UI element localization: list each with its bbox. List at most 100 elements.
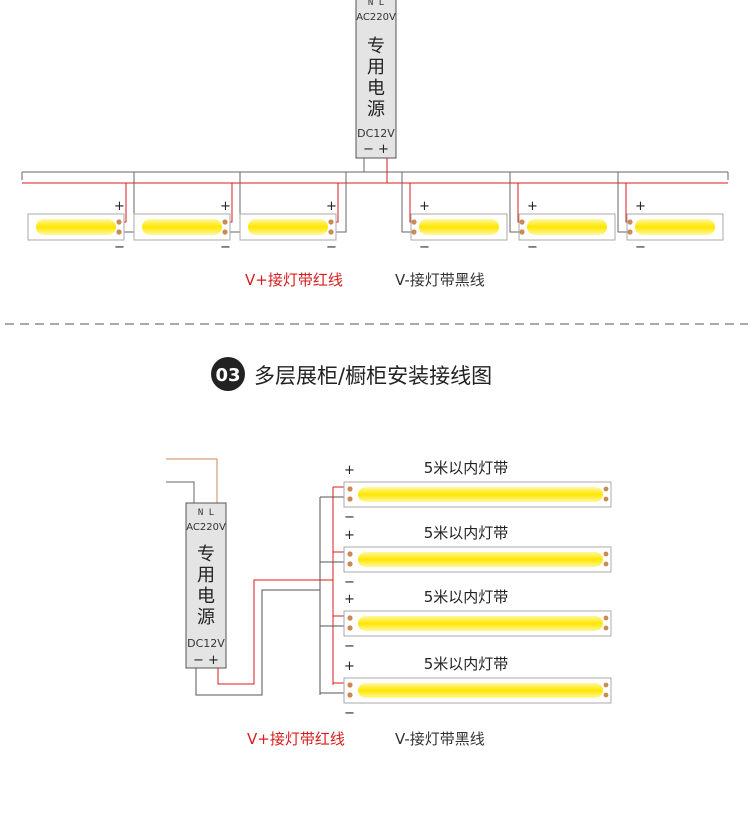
psu-top-name-char-1: 专	[367, 36, 385, 57]
cabinet-strip-label: 5米以内灯带	[424, 459, 509, 477]
top-strip-pad	[328, 219, 334, 225]
top-strip-minus-label: −	[419, 240, 430, 255]
cabinet-strip-label: 5米以内灯带	[424, 524, 509, 542]
psu-bottom-name-char-2: 用	[197, 565, 215, 586]
section-number-badge-text: 03	[215, 365, 240, 386]
cabinet-strip-pad	[347, 682, 353, 688]
top-strip-black-wire	[617, 172, 630, 233]
top-legend-black: V-接灯带黑线	[395, 271, 485, 289]
cabinet-strip-end-pad	[603, 551, 609, 557]
psu-bottom-output-label: DC12V	[187, 637, 225, 650]
cabinet-strip-pad	[347, 486, 353, 492]
top-strip-pad	[328, 229, 334, 235]
cabinet-strip-pad	[347, 615, 353, 621]
ac-input-wires	[166, 458, 218, 505]
top-legend-red: V+接灯带红线	[245, 271, 343, 289]
psu-bottom-name-char-3: 电	[197, 586, 215, 607]
top-strip-pad	[411, 229, 417, 235]
cabinet-strip-end-pad	[603, 692, 609, 698]
cabinet-strip-label: 5米以内灯带	[424, 588, 509, 606]
top-strip-pad	[519, 219, 525, 225]
psu-bottom-name-char-1: 专	[197, 544, 215, 565]
top-led-strip-4: +−	[401, 172, 508, 255]
psu-top-output-terminals: − +	[363, 142, 389, 157]
psu-bottom-name-char-4: 源	[197, 607, 215, 628]
psu-top-output-label: DC12V	[357, 127, 395, 140]
cabinet-strip-led-segment	[358, 683, 603, 698]
psu-top-name-char-2: 用	[367, 57, 385, 78]
top-strip-pad	[519, 229, 525, 235]
psu-bottom-output-terminals: − +	[193, 653, 219, 668]
top-led-strip-1: +−	[27, 172, 135, 255]
top-led-strip-5: +−	[509, 172, 616, 255]
bottom-legend-black: V-接灯带黑线	[395, 730, 485, 748]
top-legend: V+接灯带红线 V-接灯带黑线	[245, 271, 485, 289]
top-strip-black-wire	[401, 172, 414, 233]
top-strip-pad	[222, 219, 228, 225]
cabinet-strip-end-pad	[603, 682, 609, 688]
cabinet-strip-plus-label: +	[344, 659, 355, 674]
top-led-strip-2: +−	[133, 172, 241, 255]
top-strip-black-wire	[509, 172, 522, 233]
psu-top-input-label: AC220V	[356, 12, 396, 23]
top-led-strip-6: +−	[617, 172, 724, 255]
cabinet-strip-end-pad	[603, 496, 609, 502]
top-strip-minus-label: −	[220, 240, 231, 255]
top-strip-led-segment	[419, 219, 499, 235]
top-strip-plus-label: +	[527, 199, 538, 214]
psu-top-name-char-4: 源	[367, 99, 385, 120]
cabinet-strip-minus-label: −	[344, 575, 355, 590]
top-strip-led-segment	[142, 219, 222, 235]
cabinet-led-strip-3: 5米以内灯带 + −	[320, 588, 612, 654]
top-strip-pad	[116, 219, 122, 225]
cabinet-strip-minus-label: −	[344, 639, 355, 654]
bottom-legend: V+接灯带红线 V-接灯带黑线	[247, 730, 485, 748]
cabinet-strip-led-segment	[358, 552, 603, 567]
top-strip-minus-label: −	[527, 240, 538, 255]
psu-top-name-char-3: 电	[367, 78, 385, 99]
top-strip-pad	[222, 229, 228, 235]
cabinet-strip-label: 5米以内灯带	[424, 655, 509, 673]
top-strip-pad	[627, 229, 633, 235]
cabinet-strip-led-segment	[358, 616, 603, 631]
top-led-strip-3: +−	[239, 172, 347, 255]
top-led-strips: +−+−+−+−+−+−	[27, 172, 724, 255]
cabinet-strip-minus-label: −	[344, 706, 355, 721]
top-strip-plus-label: +	[220, 199, 231, 214]
cabinet-strip-plus-label: +	[344, 592, 355, 607]
bottom-legend-red: V+接灯带红线	[247, 730, 345, 748]
dc-output-wires	[195, 487, 334, 696]
cabinet-strip-pad	[347, 551, 353, 557]
top-strip-pad	[627, 219, 633, 225]
psu-top-terminals: N L	[368, 0, 384, 8]
top-strip-plus-label: +	[635, 199, 646, 214]
section-number-badge	[211, 357, 245, 391]
top-strip-minus-label: −	[114, 240, 125, 255]
cabinet-strip-led-segment	[358, 487, 603, 502]
top-strip-led-segment	[248, 219, 328, 235]
power-supply-top: N L AC220V 专 用 电 源 DC12V − +	[355, 0, 397, 159]
psu-bottom-input-label: AC220V	[186, 522, 226, 533]
cabinet-led-strip-1: 5米以内灯带+−	[320, 459, 612, 525]
top-strip-minus-label: −	[326, 240, 337, 255]
cabinet-strip-end-pad	[603, 615, 609, 621]
top-strip-led-segment	[36, 219, 116, 235]
top-strip-plus-label: +	[326, 199, 337, 214]
cabinet-strip-pad	[347, 496, 353, 502]
cabinet-led-strips: 5米以内灯带+−5米以内灯带+−5米以内灯带+−5米以内灯带+−	[320, 459, 612, 721]
cabinet-led-strip-2: 5米以内灯带 + −	[320, 524, 612, 590]
top-strip-led-segment	[527, 219, 607, 235]
top-strip-led-segment	[635, 219, 715, 235]
section-03-heading: 03 多层展柜/橱柜安装接线图	[211, 357, 492, 391]
cabinet-strip-minus-label: −	[344, 510, 355, 525]
top-strip-pad	[116, 229, 122, 235]
top-wiring-section: N L AC220V 专 用 电 源 DC12V − + +−+−	[21, 0, 729, 289]
cabinet-strip-pad	[347, 625, 353, 631]
cabinet-strip-plus-label: +	[344, 528, 355, 543]
section-03: 03 多层展柜/橱柜安装接线图 N L AC220V 专 用 电 源 DC12V…	[166, 357, 612, 748]
top-wires	[21, 158, 729, 184]
cabinet-strip-pad	[347, 692, 353, 698]
cabinet-strip-end-pad	[603, 486, 609, 492]
cabinet-led-strip-4: 5米以内灯带 + −	[320, 655, 612, 721]
